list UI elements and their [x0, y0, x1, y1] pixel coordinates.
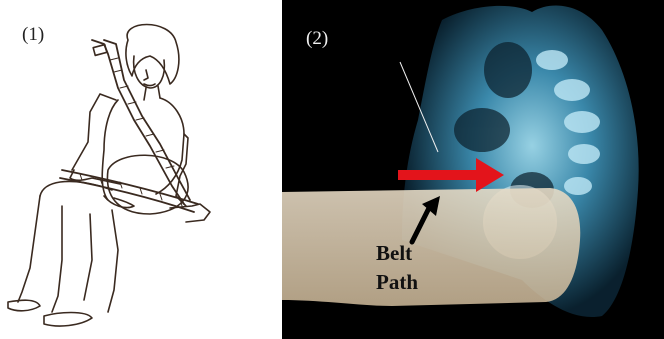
- panel-label-1: (1): [22, 24, 44, 46]
- mri-scan-image-icon: [282, 0, 664, 339]
- sketch-panel: (1): [0, 0, 276, 339]
- belt-path-label-line1: Belt: [376, 243, 412, 264]
- mri-panel: (2) Belt Path: [282, 0, 664, 339]
- belt-path-label-line2: Path: [376, 272, 418, 293]
- panel-label-2: (2): [306, 28, 328, 50]
- pregnant-woman-seatbelt-sketch-icon: [0, 0, 276, 339]
